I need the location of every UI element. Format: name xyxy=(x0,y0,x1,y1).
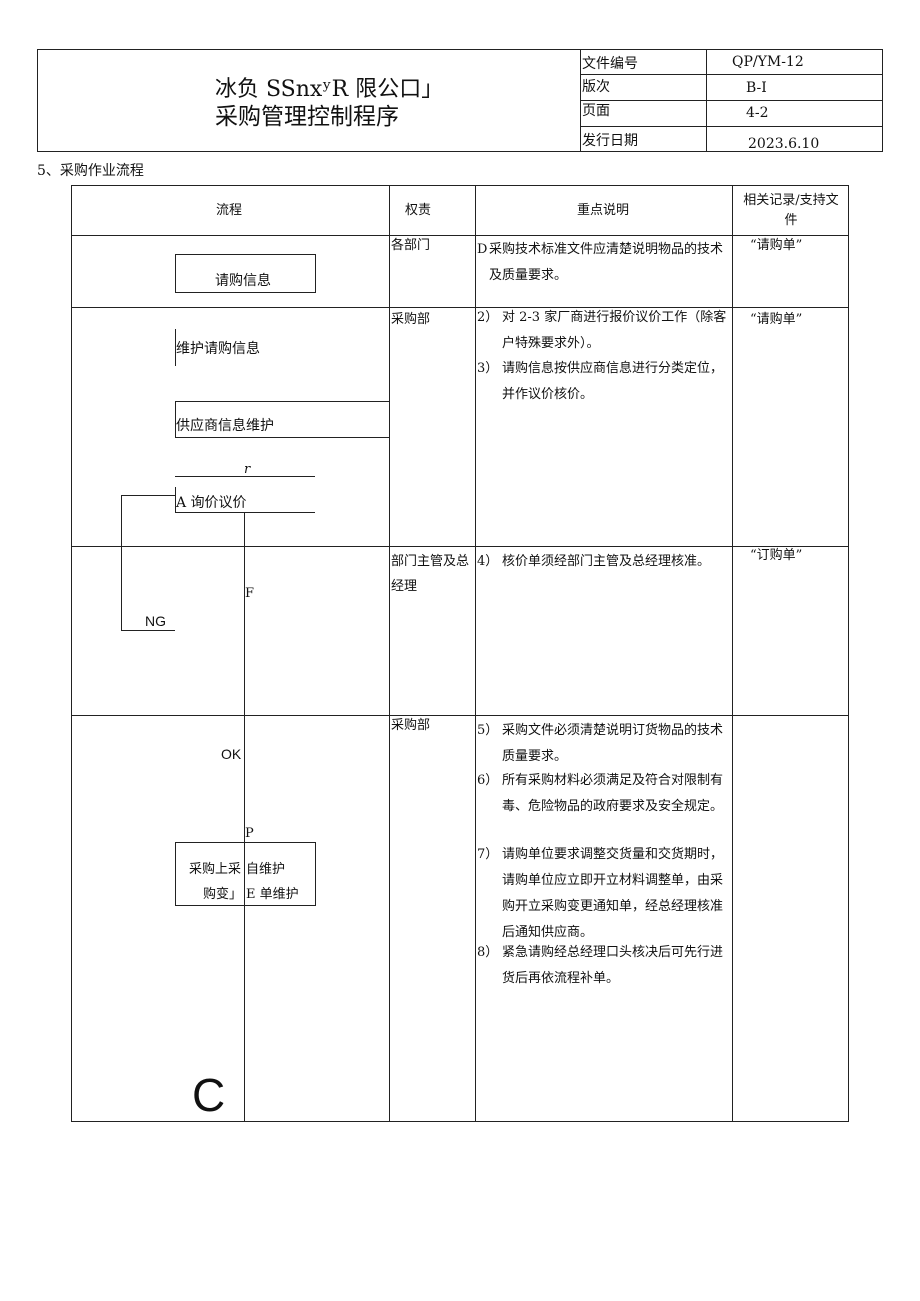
header-meta-line-1 xyxy=(580,74,883,75)
flow-box-request-info xyxy=(175,254,316,293)
note-number: 2） xyxy=(477,310,499,325)
note-number: 7） xyxy=(477,847,499,862)
header-meta-line-3 xyxy=(580,126,883,127)
col-header-records: 相关记录/支持文件 xyxy=(743,193,839,228)
note-text: 紧急请购经总经理口头核决后可先行进货后再依流程补单。 xyxy=(502,945,724,986)
note-number: 5） xyxy=(477,723,499,738)
meta-label-doc-no: 文件编号 xyxy=(582,56,638,72)
responsibility-row-1: 各部门 xyxy=(391,238,431,253)
note-item: 3） 请购信息按供应商信息进行分类定位，并作议价核价。 xyxy=(477,356,732,410)
table-col-divider-1 xyxy=(389,185,390,1122)
flow-label-supplier-maintain: 供应商信息维护 xyxy=(176,418,274,434)
flow-line xyxy=(175,512,315,513)
note-number: 6） xyxy=(477,773,499,788)
record-row-1: “请购单” xyxy=(750,238,803,253)
note-item: 6） 所有采购材料必须满足及符合对限制有毒、危险物品的政府要求及安全规定。 xyxy=(477,768,732,848)
meta-value-page: 4-2 xyxy=(746,105,769,121)
table-row-line-1 xyxy=(71,307,849,308)
note-text: 对 2-3 家厂商进行报价议价工作（除客户特殊要求外）。 xyxy=(502,310,727,351)
table-row-line-3 xyxy=(71,715,849,716)
meta-value-doc-no: QP/YM-12 xyxy=(732,54,804,70)
flow-mark-c: C xyxy=(192,1069,226,1121)
note-text: 采购技术标准文件应清楚说明物品的技术及质量要求。 xyxy=(489,242,724,283)
flow-connector xyxy=(175,329,176,366)
meta-label-page: 页面 xyxy=(582,103,610,119)
flow-label-inquiry: A 询价议价 xyxy=(176,495,247,511)
table-row-line-2 xyxy=(71,546,849,547)
note-item: 4） 核价单须经部门主管及总经理核准。 xyxy=(477,549,732,579)
note-item: 2） 对 2-3 家厂商进行报价议价工作（除客户特殊要求外）。 xyxy=(477,305,732,359)
flow-label-request-info: 请购信息 xyxy=(215,273,271,289)
note-text: 请购信息按供应商信息进行分类定位，并作议价核价。 xyxy=(502,361,724,402)
responsibility-row-2: 采购部 xyxy=(391,312,431,327)
col-header-flow: 流程 xyxy=(216,203,243,218)
flow-line xyxy=(121,495,175,496)
table-col-divider-3 xyxy=(732,185,733,1122)
note-item: 7） 请购单位要求调整交货量和交货期时，请购单位应立即开立材料调整单，由采购开立… xyxy=(477,842,732,948)
flow-connector xyxy=(175,487,176,512)
record-row-2: “请购单” xyxy=(750,312,803,327)
flow-label-ok: OK xyxy=(221,746,242,762)
meta-value-issue-date: 2023.6.10 xyxy=(748,136,820,152)
flow-mark-p: P xyxy=(245,826,254,841)
flow-label-maintain-request: 维护请购信息 xyxy=(176,341,260,357)
flow-line xyxy=(175,476,315,477)
flow-line xyxy=(175,401,389,402)
flow-connector xyxy=(175,401,176,438)
flow-line xyxy=(175,437,389,438)
flow-mark-r: r xyxy=(244,462,251,477)
note-number: 3） xyxy=(477,361,499,376)
note-number: D xyxy=(477,242,488,257)
note-item: 8） 紧急请购经总经理口头核决后可先行进货后再依流程补单。 xyxy=(477,940,732,994)
document-title: 采购管理控制程序 xyxy=(215,104,399,130)
company-name: 冰负 SSnxʸR 限公口」 xyxy=(215,77,444,102)
header-meta-line-2 xyxy=(580,100,883,101)
note-item: D 采购技术标准文件应清楚说明物品的技术及质量要求。 xyxy=(477,237,732,297)
section-title: 5、采购作业流程 xyxy=(37,163,144,179)
col-header-notes: 重点说明 xyxy=(577,203,630,218)
flow-box-purchase-change xyxy=(175,842,316,906)
responsibility-row-4: 采购部 xyxy=(391,718,431,733)
note-number: 4） xyxy=(477,554,499,569)
col-header-responsibility: 权责 xyxy=(405,203,432,218)
table-header-line xyxy=(71,235,849,236)
note-number: 8） xyxy=(477,945,499,960)
note-item: 5） 采购文件必须清楚说明订货物品的技术质量要求。 xyxy=(477,718,732,772)
process-table xyxy=(71,185,849,1122)
flow-label-change-left-1: 采购上采 xyxy=(189,862,242,877)
flow-connector xyxy=(121,495,122,630)
meta-value-version: B-I xyxy=(746,80,767,96)
flow-label-ng: NG xyxy=(145,613,166,629)
flow-label-change-right-2: E 单维护 xyxy=(246,887,299,902)
note-text: 请购单位要求调整交货量和交货期时，请购单位应立即开立材料调整单，由采购开立采购变… xyxy=(502,847,724,940)
note-text: 所有采购材料必须满足及符合对限制有毒、危险物品的政府要求及安全规定。 xyxy=(502,773,724,814)
flow-line xyxy=(121,630,175,631)
meta-label-version: 版次 xyxy=(582,79,610,95)
meta-label-issue-date: 发行日期 xyxy=(582,133,638,149)
note-text: 核价单须经部门主管及总经理核准。 xyxy=(502,554,711,569)
flow-main-line xyxy=(244,512,245,1122)
table-col-divider-2 xyxy=(475,185,476,1122)
flow-label-change-left-2: 购变」 xyxy=(203,887,243,902)
record-row-3: “订购单” xyxy=(750,548,803,563)
responsibility-row-3: 部门主管及总经理 xyxy=(391,554,470,594)
flow-label-change-right-1: 自维护 xyxy=(246,862,286,877)
flow-mark-f: F xyxy=(245,586,255,601)
note-text: 采购文件必须清楚说明订货物品的技术质量要求。 xyxy=(502,723,724,764)
